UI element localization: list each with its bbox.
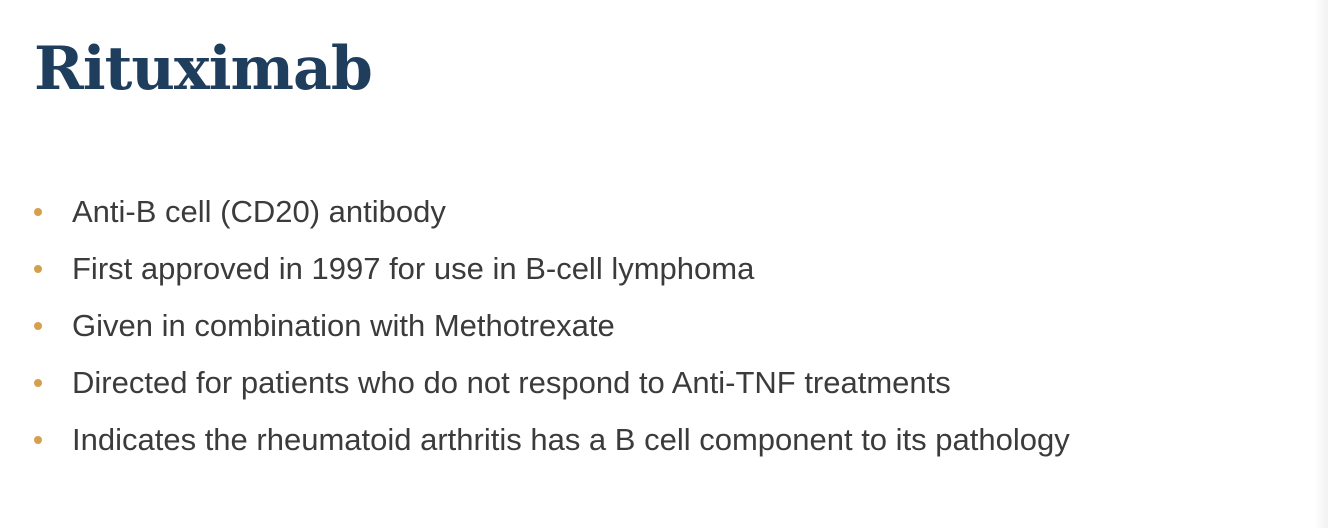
bullet-dot-icon (34, 378, 42, 387)
bullet-dot-icon (34, 265, 42, 274)
bullet-text: First approved in 1997 for use in B-cell… (72, 251, 755, 287)
bullet-dot-icon (34, 321, 42, 330)
bullet-text: Indicates the rheumatoid arthritis has a… (72, 421, 1070, 457)
bullet-text: Anti-B cell (CD20) antibody (72, 194, 446, 230)
bullet-dot-icon (34, 435, 42, 444)
bullet-text: Directed for patients who do not respond… (72, 364, 951, 400)
slide-edge-shadow (1314, 0, 1328, 528)
bullet-text: Given in combination with Methotrexate (72, 307, 615, 343)
slide-title: Rituximab (34, 34, 373, 104)
bullet-dot-icon (34, 208, 42, 217)
